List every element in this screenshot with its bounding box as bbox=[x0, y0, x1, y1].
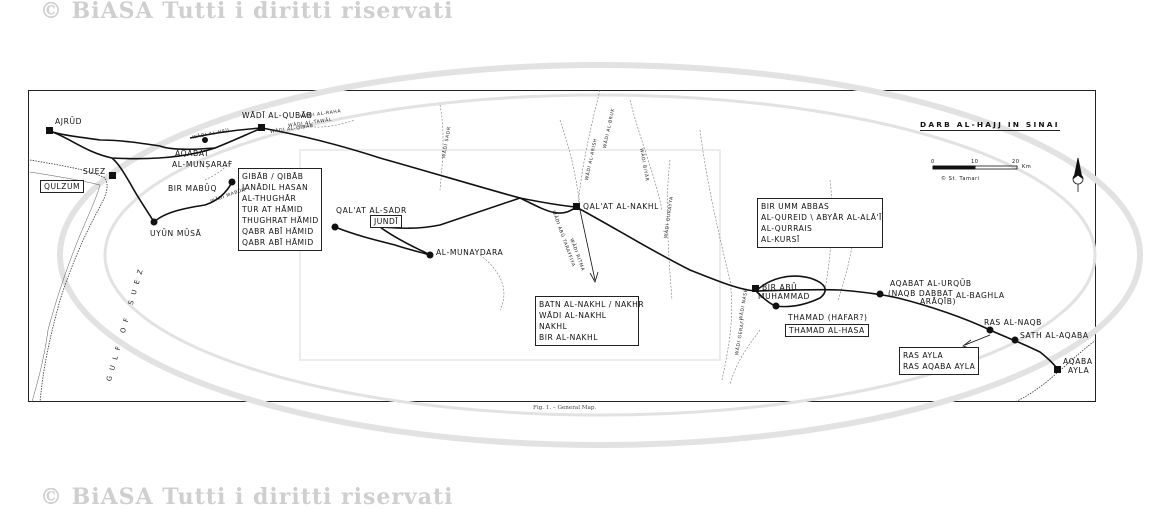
north-arrow bbox=[1072, 157, 1084, 192]
place-thamad-hasa: THAMAD AL-HASA bbox=[785, 324, 869, 337]
scale-tick-20: 20 bbox=[1012, 159, 1020, 165]
place-aqabat-urqub: AQABAT AL-URQŪB bbox=[890, 279, 972, 288]
place-ayla: AYLA bbox=[1068, 366, 1090, 375]
place-naqb-dabbat: (NAQB DABBAT bbox=[888, 289, 954, 298]
alt-names-gibab: GIBĀB / QIBĀB JANĀDIL HASAN AL-THUGHĀR T… bbox=[238, 168, 322, 251]
alt-name: RAS AYLA bbox=[903, 351, 944, 360]
place-araqib: ARĀQĪB) bbox=[920, 297, 957, 306]
scale-bar bbox=[932, 165, 1018, 170]
figure-caption: Fig. 1. – General Map. bbox=[533, 405, 597, 411]
map-title: DARB AL-HAJJ IN SINAI bbox=[920, 120, 1060, 131]
alt-names-batn: BATN AL-NAKHL / NAKHR WĀDI AL-NAKHL NAKH… bbox=[535, 296, 645, 346]
map-credit: © St. Tamari bbox=[941, 176, 980, 182]
place-uyun-musa: UYŪN MŪSĀ bbox=[150, 229, 202, 238]
place-suez: SUEZ bbox=[83, 167, 106, 176]
place-qalat-nakhl: QAL'AT AL-NAKHL bbox=[583, 202, 659, 211]
watermark-seal bbox=[57, 62, 1143, 448]
place-thamad: THAMAD (HAFAR?) bbox=[788, 313, 868, 322]
place-qalat-sadr: QAL'AT AL-SADR bbox=[336, 206, 407, 215]
alt-name: AL-QURRAIS bbox=[761, 224, 813, 233]
place-aqaba: AQABA bbox=[1063, 357, 1093, 366]
scale-tick-10: 10 bbox=[971, 159, 979, 165]
alt-name: QABR ABĪ HĀMID bbox=[242, 238, 314, 247]
place-bir-mabuq: BIR MABŪQ bbox=[168, 184, 218, 193]
alt-name: AL-QUREID \ ABYĀR AL-ALĀ'Ī bbox=[761, 213, 882, 222]
north-label: N bbox=[1075, 170, 1080, 176]
place-wadi-qubab: WĀDĪ AL-QUBĀB bbox=[242, 111, 313, 120]
watermark-top: © BiASA Tutti i diritti riservati bbox=[40, 0, 454, 24]
place-aqabat: AQABAT bbox=[175, 149, 210, 158]
place-muhammad: MUHAMMAD bbox=[758, 292, 810, 301]
alt-names-ras-ayla: RAS AYLA RAS AQABA AYLA bbox=[899, 347, 979, 375]
place-qulzum: QULZUM bbox=[40, 180, 85, 193]
place-jundi: JUNDĪ bbox=[370, 215, 403, 228]
alt-name: AL-KURSĪ bbox=[761, 235, 800, 244]
alt-name: TUR AT HĀMID bbox=[242, 205, 304, 214]
station-markers bbox=[46, 124, 1061, 373]
place-ras-naqb: RAS AL-NAQB bbox=[984, 318, 1042, 327]
place-sath-aqaba: SATH AL-AQABA bbox=[1020, 331, 1089, 340]
alt-name: THUGHRAT HĀMID bbox=[242, 216, 319, 225]
coastline-suez bbox=[29, 159, 108, 403]
alt-name: RAS AQABA AYLA bbox=[903, 362, 976, 371]
place-munaydara: AL-MUNAYDARA bbox=[436, 248, 504, 257]
place-baghla: AL-BAGHLA bbox=[956, 291, 1005, 300]
place-al-munsaraf: AL-MUNṢARAF bbox=[172, 160, 233, 169]
scale-tick-0: 0 bbox=[931, 159, 935, 165]
alt-name: QABR ABĪ HĀMID bbox=[242, 227, 314, 236]
alt-name: BATN AL-NAKHL / NAKHR bbox=[539, 300, 645, 309]
alt-name: NAKHL bbox=[539, 322, 568, 331]
alt-name: BIR AL-NAKHL bbox=[539, 333, 598, 342]
place-bir-abu: BIR ABŪ bbox=[762, 283, 798, 292]
watermark-bottom: © BiASA Tutti i diritti riservati bbox=[40, 484, 454, 510]
place-ajrud: AJRŪD bbox=[55, 117, 83, 126]
alt-name: AL-THUGHĀR bbox=[242, 194, 297, 203]
scale-unit: Km bbox=[1022, 164, 1032, 170]
alt-name: BIR UMM ABBAS bbox=[761, 202, 830, 211]
alt-name: JANĀDIL HASAN bbox=[242, 183, 309, 192]
alt-name: WĀDI AL-NAKHL bbox=[539, 311, 607, 320]
alt-names-umm-abbas: BIR UMM ABBAS AL-QUREID \ ABYĀR AL-ALĀ'Ī… bbox=[757, 198, 883, 248]
alt-name: GIBĀB / QIBĀB bbox=[242, 172, 304, 181]
